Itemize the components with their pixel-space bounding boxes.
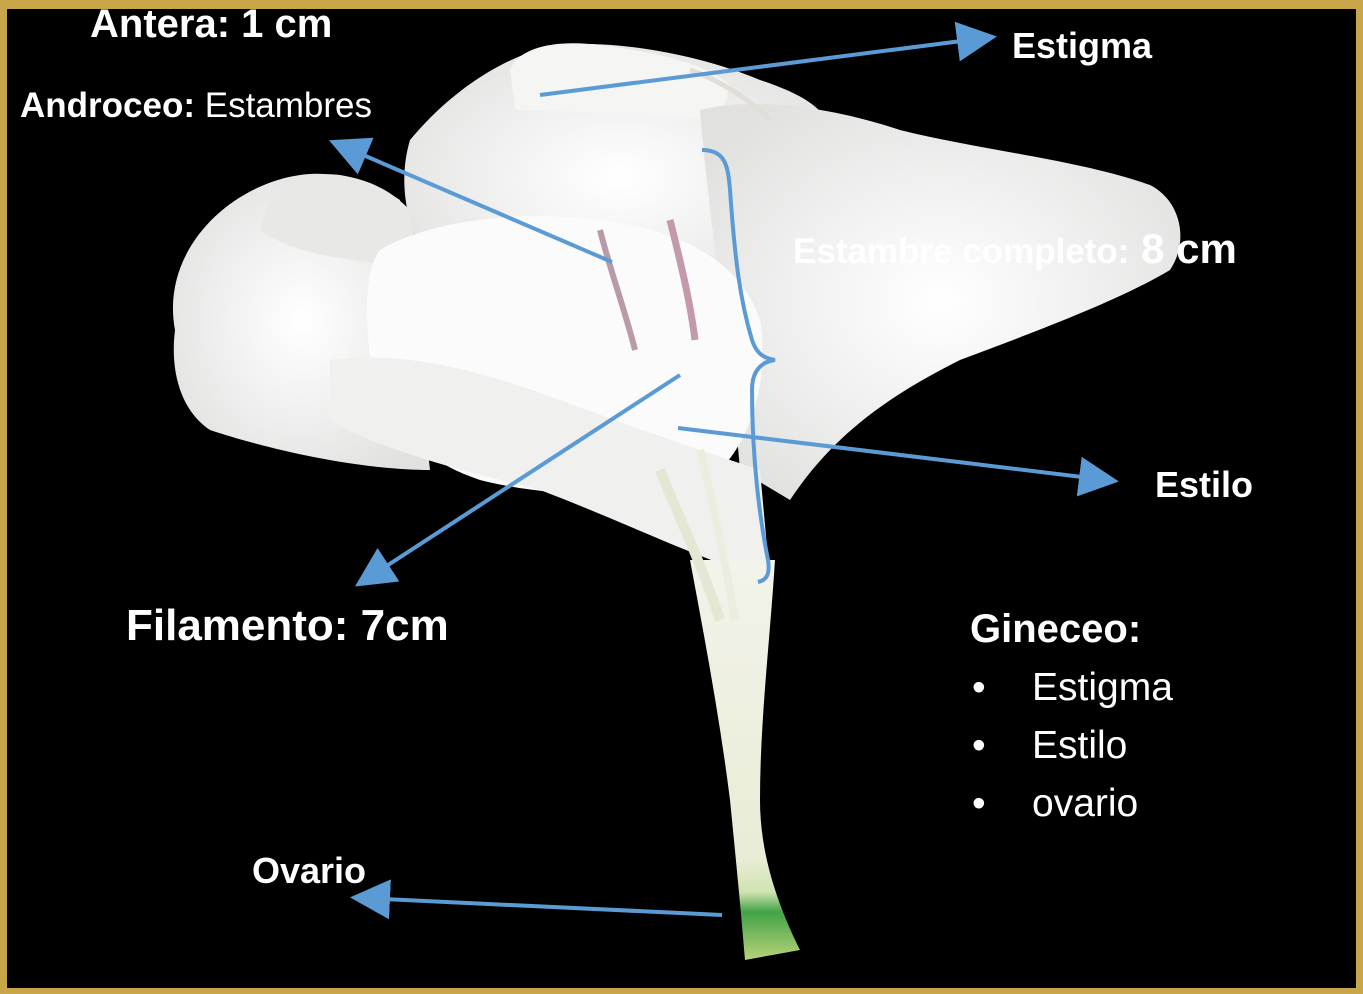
annotation-arrows [328, 21, 1119, 920]
list-item: • ovario [972, 782, 1173, 840]
label-estambre-value: 8 cm [1129, 225, 1237, 272]
frame-bottom [0, 988, 1363, 994]
label-androceo-title: Androceo: [20, 86, 195, 125]
bullet-icon: • [972, 782, 986, 825]
label-androceo-text: Estambres [195, 86, 372, 125]
frame-left [0, 0, 7, 994]
label-estigma: Estigma [1012, 25, 1153, 66]
list-item-text: Estilo [1032, 724, 1128, 767]
bullet-icon: • [972, 666, 986, 709]
list-item: • Estilo [972, 724, 1173, 782]
filament-2 [696, 449, 739, 621]
gineceo-list: • Estigma • Estilo • ovario [972, 666, 1173, 840]
list-item-text: Estigma [1032, 666, 1173, 709]
label-estambre-completo: Estambre completo: 8 cm [793, 228, 1237, 270]
list-item-text: ovario [1032, 782, 1139, 825]
petal-right [700, 103, 1181, 500]
arrow-estilo [677, 426, 1119, 497]
label-androceo: Androceo: Estambres [20, 88, 372, 123]
arrow-androceo [328, 137, 613, 264]
label-estambre-title: Estambre completo: [793, 232, 1130, 271]
brace-estambre [701, 148, 776, 584]
label-gineceo: Gineceo: [970, 607, 1142, 651]
label-filamento: Filamento: 7cm [126, 601, 449, 650]
anther-1 [597, 229, 638, 351]
petal-lower [330, 357, 770, 580]
frame-top [0, 0, 1363, 9]
label-estilo: Estilo [1155, 464, 1254, 505]
label-antera: Antera: 1 cm [90, 2, 333, 46]
petal-upper-left [260, 174, 420, 270]
label-ovario: Ovario [252, 850, 367, 891]
petal-top [510, 43, 730, 120]
anther-2 [666, 219, 699, 341]
flower-tube [690, 560, 800, 960]
filament-1 [655, 468, 725, 622]
flower-image [172, 43, 1181, 960]
list-item: • Estigma [972, 666, 1173, 724]
bullet-icon: • [972, 724, 986, 767]
frame-right [1356, 0, 1363, 994]
arrow-filamento [354, 373, 682, 587]
arrow-estigma [539, 21, 997, 97]
arrow-ovario [350, 879, 723, 920]
